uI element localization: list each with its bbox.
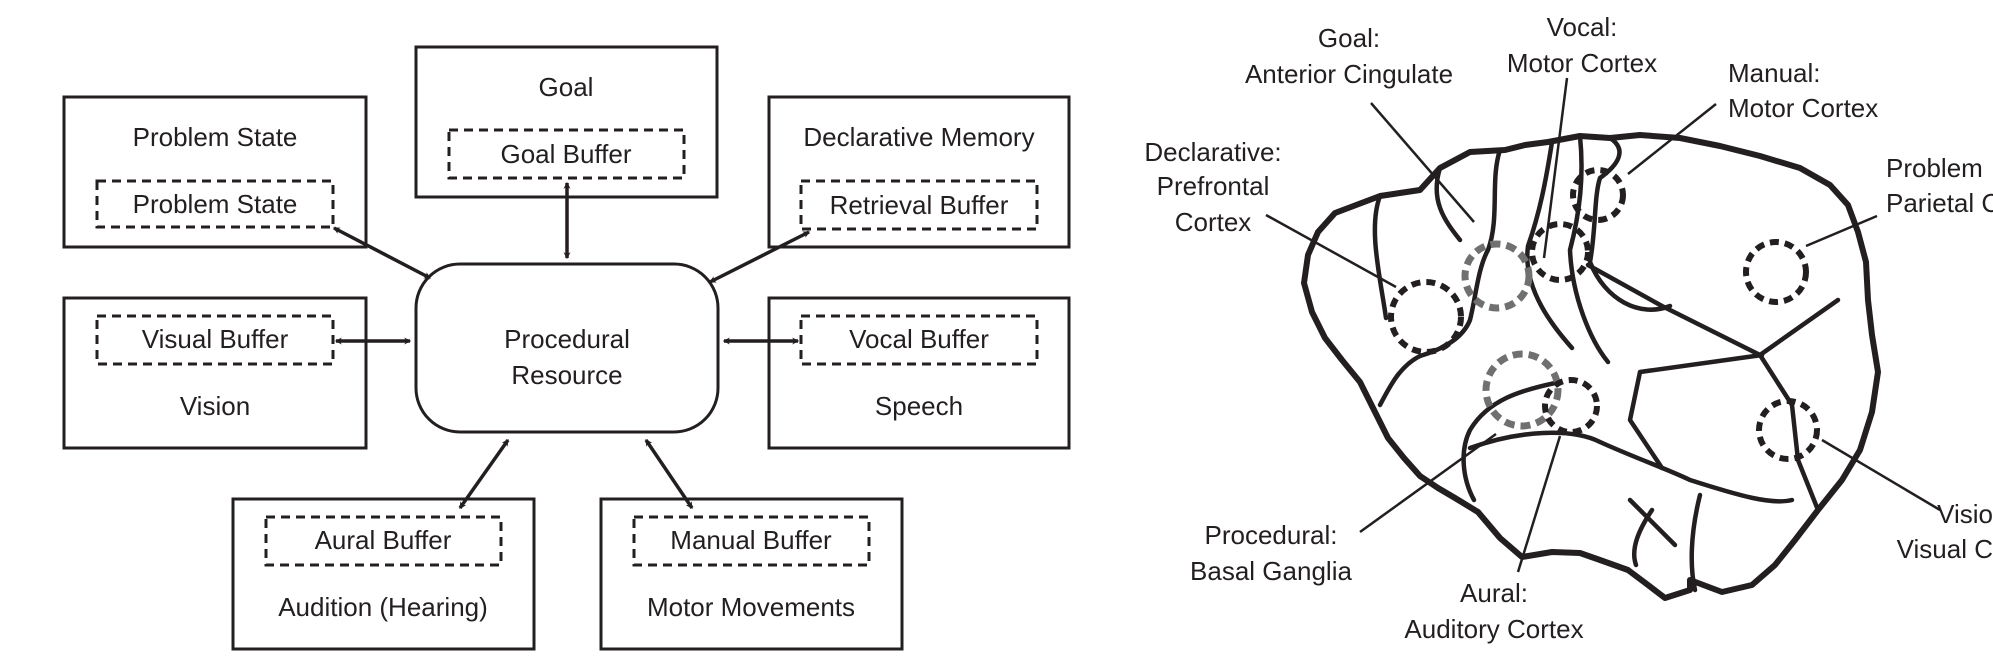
module-title: Declarative Memory: [803, 122, 1034, 152]
buffer-box: [95, 314, 335, 366]
module-title: Goal: [539, 72, 594, 102]
label-problem-line-1: Problem: [1886, 153, 1983, 183]
label-procedural-line-1: Procedural:: [1205, 520, 1338, 550]
buffer-label: Vocal Buffer: [849, 324, 989, 354]
buffer-box: [95, 179, 335, 229]
label-declarative-line-1: Declarative:: [1144, 137, 1281, 167]
procedural-line-2: Resource: [511, 360, 622, 390]
label-manual-line-1: Manual:: [1728, 58, 1821, 88]
module-title: Audition (Hearing): [278, 592, 488, 622]
label-problem-line-2: Parietal C: [1886, 188, 1993, 218]
label-manual-line-2: Motor Cortex: [1728, 93, 1878, 123]
module-goal: Goal Goal Buffer: [414, 45, 719, 199]
buffer-label: Manual Buffer: [670, 525, 832, 555]
label-declarative-line-2: Prefrontal: [1157, 171, 1270, 201]
label-procedural-line-2: Basal Ganglia: [1190, 556, 1352, 586]
leader-aural: [1516, 435, 1562, 573]
arrow-motor: [644, 439, 694, 509]
procedural-line-1: Procedural: [504, 324, 630, 354]
region-manual-motor-circle: [1570, 167, 1626, 223]
buffer-box: [799, 314, 1039, 366]
leader-problem: [1805, 214, 1878, 248]
module-title: Vision: [180, 391, 250, 421]
leader-manual: [1627, 103, 1717, 175]
buffer-label: Problem State: [133, 189, 298, 219]
region-anterior-cingulate-circle: [1461, 240, 1533, 312]
leader-procedural: [1359, 432, 1497, 534]
label-vocal-line-1: Vocal:: [1547, 12, 1618, 42]
label-goal-line-2: Anterior Cingulate: [1245, 59, 1453, 89]
buffer-box: [632, 515, 871, 567]
brain-labels: Goal: Anterior Cingulate Vocal: Motor Co…: [1144, 12, 1993, 644]
arrow-problem-state: [332, 226, 432, 280]
label-aural-line-1: Aural:: [1460, 578, 1528, 608]
buffer-box: [447, 128, 686, 180]
arrow-audition: [458, 438, 510, 510]
buffer-label: Goal Buffer: [500, 139, 631, 169]
module-title: Motor Movements: [647, 592, 855, 622]
region-auditory-circle: [1542, 377, 1600, 435]
label-aural-line-2: Auditory Cortex: [1404, 614, 1583, 644]
buffer-box: [264, 515, 503, 567]
region-basal-ganglia-circle: [1482, 350, 1562, 430]
arrow-declarative: [708, 230, 811, 284]
module-audition: Aural Buffer Audition (Hearing): [231, 497, 536, 651]
leader-goal: [1370, 102, 1475, 223]
label-vocal-line-2: Motor Cortex: [1507, 48, 1657, 78]
procedural-resource: Procedural Resource: [414, 262, 720, 434]
module-motor-movements: Manual Buffer Motor Movements: [599, 497, 904, 651]
label-visual-line-1: Visio: [1937, 499, 1993, 529]
connection-arrows: [332, 181, 811, 510]
region-visual-circle: [1756, 398, 1820, 462]
label-visual-line-2: Visual C: [1897, 534, 1993, 564]
leader-visual: [1821, 438, 1941, 512]
leader-vocal: [1542, 77, 1569, 259]
buffer-label: Retrieval Buffer: [830, 190, 1009, 220]
label-declarative-line-3: Cortex: [1175, 207, 1252, 237]
buffer-box: [799, 179, 1039, 231]
module-speech: Vocal Buffer Speech: [767, 296, 1071, 450]
module-declarative-memory: Declarative Memory Retrieval Buffer: [767, 95, 1071, 249]
module-title: Speech: [875, 391, 963, 421]
module-vision: Visual Buffer Vision: [62, 296, 368, 450]
region-prefrontal-circle: [1388, 279, 1464, 355]
region-vocal-motor-circle: [1529, 221, 1591, 283]
label-goal-line-1: Goal:: [1318, 23, 1380, 53]
buffer-label: Aural Buffer: [315, 525, 452, 555]
brain-illustration: [1265, 77, 1941, 601]
module-problem-state: Problem State Problem State: [62, 95, 368, 249]
module-title: Problem State: [133, 122, 298, 152]
buffer-label: Visual Buffer: [142, 324, 289, 354]
leader-declarative: [1265, 213, 1397, 289]
region-parietal-circle: [1743, 239, 1809, 305]
